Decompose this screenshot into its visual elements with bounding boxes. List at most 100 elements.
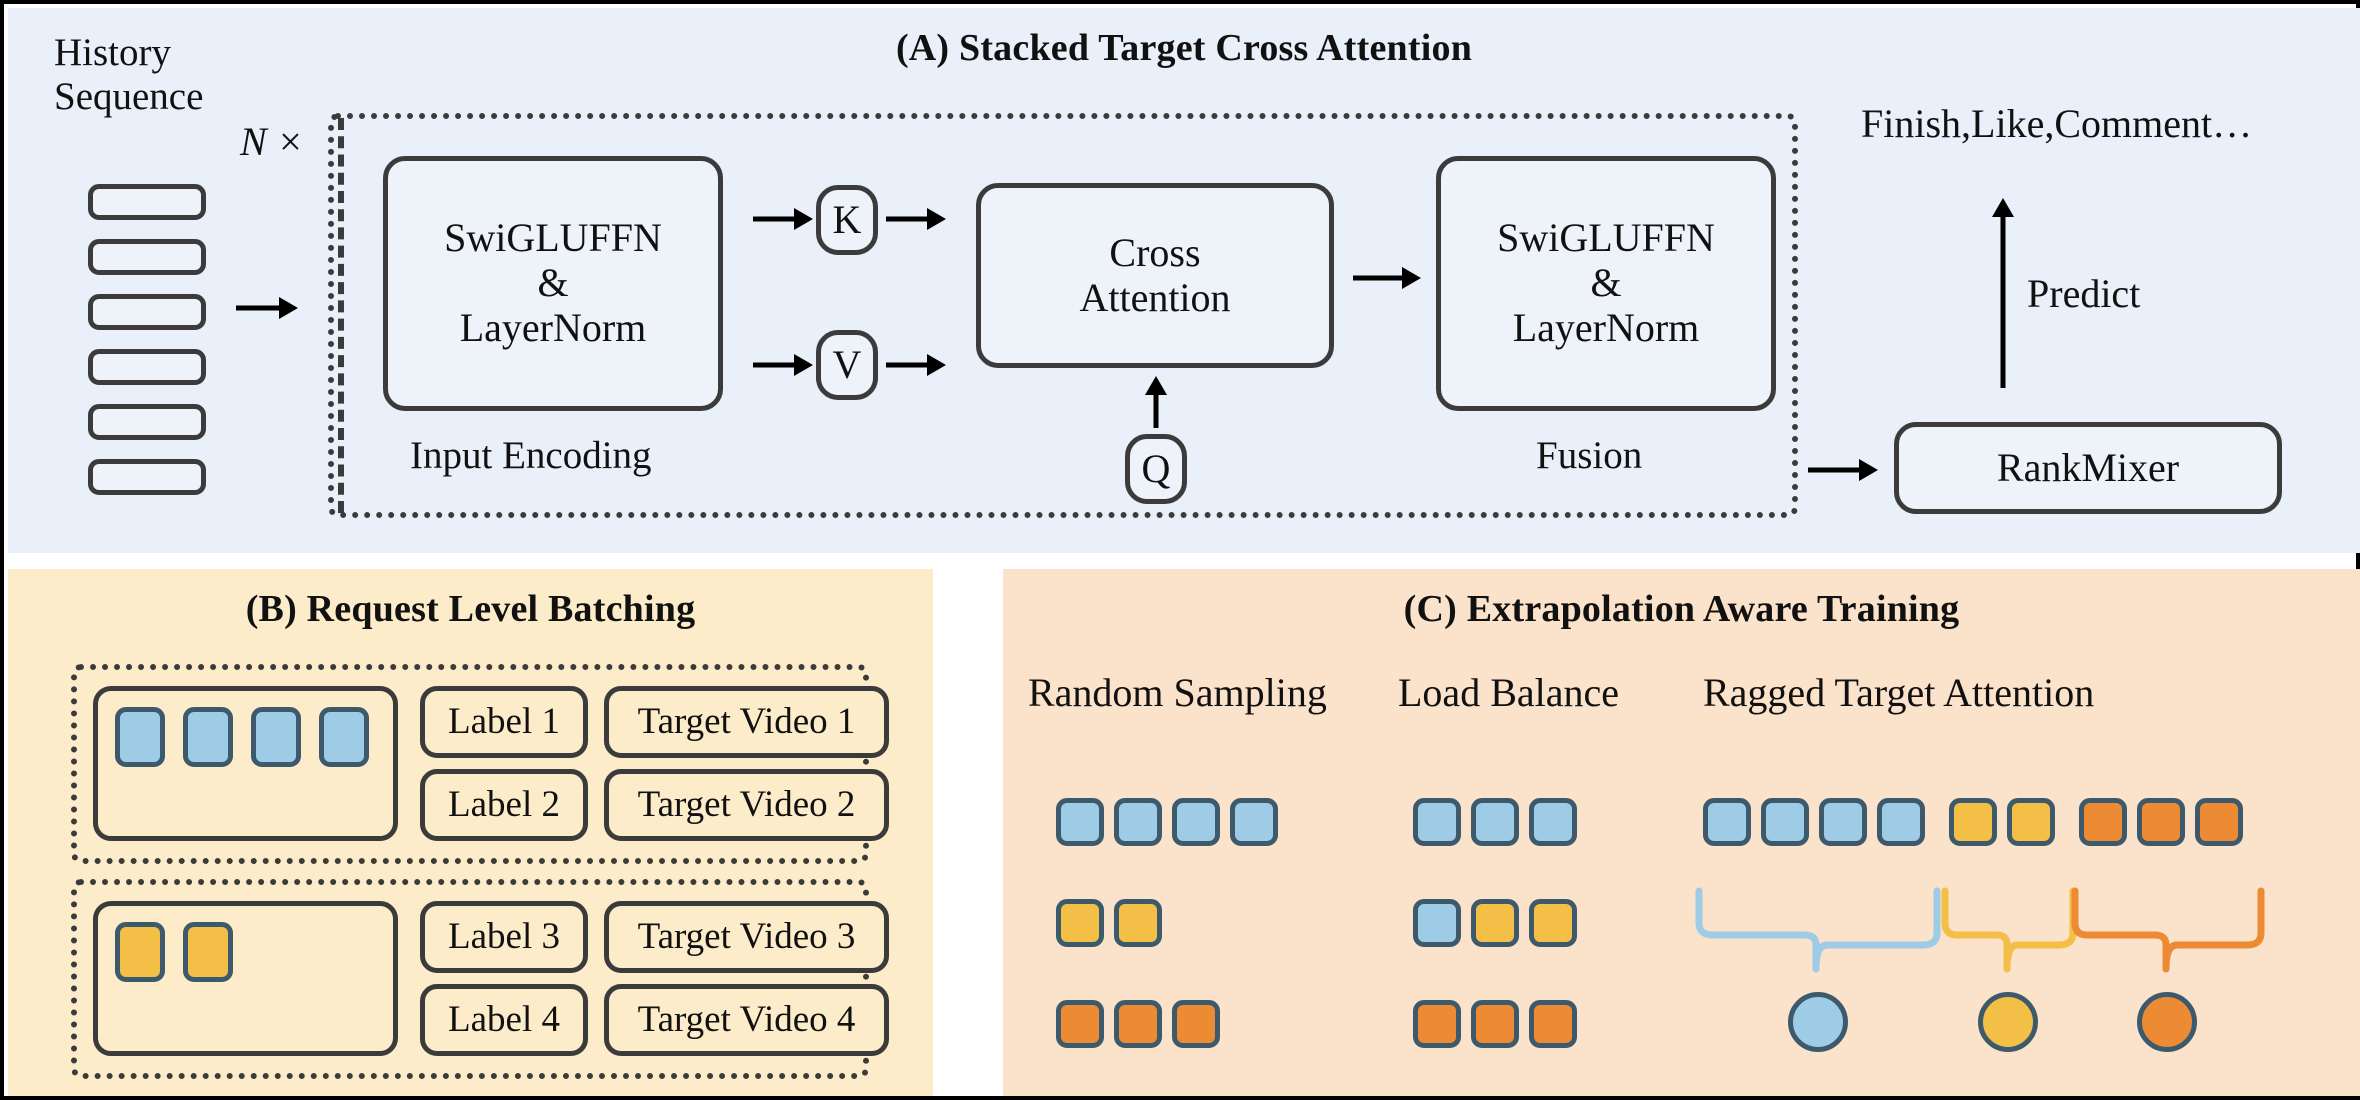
key-box: K — [816, 185, 878, 255]
label-text: Label 1 — [448, 701, 560, 743]
cross-attention-line2: Attention — [1079, 274, 1231, 320]
ragged-target-circle — [1978, 992, 2038, 1052]
ragged-brace-orange — [2069, 887, 2267, 978]
target-video-box: Target Video 2 — [604, 769, 889, 841]
sample-token — [1172, 1000, 1220, 1048]
label-box: Label 4 — [420, 984, 588, 1056]
panel-stacked-target-cross-attention: (A) Stacked Target Cross Attention Histo… — [8, 8, 2360, 553]
panel-a-title: (A) Stacked Target Cross Attention — [895, 27, 1473, 69]
history-bar — [88, 239, 206, 275]
prediction-targets-label: Finish,Like,Comment… — [1861, 101, 2253, 146]
rankmixer-box: RankMixer — [1894, 422, 2282, 514]
ragged-token — [2195, 798, 2243, 846]
ragged-token — [1761, 798, 1809, 846]
target-video-text: Target Video 1 — [637, 701, 856, 743]
rankmixer-label: RankMixer — [1996, 444, 2180, 490]
ragged-token — [2007, 798, 2055, 846]
history-token — [319, 707, 369, 767]
predict-label: Predict — [2027, 271, 2141, 316]
sample-token — [1114, 1000, 1162, 1048]
ragged-token — [1703, 798, 1751, 846]
column-title-random-sampling: Random Sampling — [1028, 670, 1327, 715]
sample-token — [1172, 798, 1220, 846]
fusion-line2: & — [1590, 260, 1622, 306]
input-encoding-box: SwiGLUFFN & LayerNorm — [383, 156, 723, 411]
ragged-target-circle — [1788, 992, 1848, 1052]
history-bar — [88, 349, 206, 385]
fusion-box: SwiGLUFFN & LayerNorm — [1436, 156, 1776, 411]
balanced-token — [1529, 798, 1577, 846]
key-label: K — [832, 196, 862, 242]
history-sequence-label-line2: Sequence — [54, 75, 204, 118]
balanced-token — [1471, 899, 1519, 947]
history-token — [183, 922, 233, 982]
history-token — [183, 707, 233, 767]
history-token — [251, 707, 301, 767]
ragged-token — [1819, 798, 1867, 846]
target-video-text: Target Video 4 — [637, 999, 856, 1041]
sample-token — [1056, 1000, 1104, 1048]
history-bar — [88, 404, 206, 440]
request-group-boundary — [71, 879, 869, 1079]
balanced-token — [1413, 798, 1461, 846]
ragged-brace-yellow — [1939, 887, 2079, 978]
fusion-line3: LayerNorm — [1512, 304, 1700, 350]
cross-attention-box: Cross Attention — [976, 183, 1334, 368]
history-token — [115, 922, 165, 982]
target-video-text: Target Video 3 — [637, 916, 856, 958]
panel-extrapolation-aware-training: (C) Extrapolation Aware Training Random … — [1003, 569, 2360, 1096]
balanced-token — [1529, 899, 1577, 947]
history-token — [115, 707, 165, 767]
column-title-load-balance: Load Balance — [1398, 670, 1619, 715]
input-encoding-line3: LayerNorm — [459, 304, 647, 350]
panel-b-title: (B) Request Level Batching — [245, 588, 696, 630]
history-bar — [88, 294, 206, 330]
panel-c-title: (C) Extrapolation Aware Training — [1403, 588, 1960, 630]
history-bar — [88, 184, 206, 220]
balanced-token — [1471, 798, 1519, 846]
balanced-token — [1471, 1000, 1519, 1048]
ragged-brace-blue — [1693, 887, 1943, 978]
balanced-token — [1529, 1000, 1577, 1048]
repeat-count-label: N × — [240, 119, 304, 164]
history-sequence-label-line1: History — [54, 31, 171, 74]
label-box: Label 2 — [420, 769, 588, 841]
label-box: Label 3 — [420, 901, 588, 973]
value-label: V — [832, 341, 862, 387]
cross-attention-line1: Cross — [1109, 229, 1201, 275]
label-box: Label 1 — [420, 686, 588, 758]
input-encoding-caption: Input Encoding — [410, 434, 652, 477]
sample-token — [1114, 798, 1162, 846]
target-video-box: Target Video 3 — [604, 901, 889, 973]
sample-token — [1056, 798, 1104, 846]
query-label: Q — [1141, 445, 1171, 491]
ragged-target-circle — [2137, 992, 2197, 1052]
ragged-token — [1949, 798, 1997, 846]
stacked-block-dotted-boundary — [328, 113, 1798, 518]
fusion-line1: SwiGLUFFN — [1497, 215, 1715, 261]
sample-token — [1056, 899, 1104, 947]
label-text: Label 2 — [448, 784, 560, 826]
balanced-token — [1413, 899, 1461, 947]
repeat-divider — [338, 118, 344, 513]
history-bar — [88, 459, 206, 495]
target-video-box: Target Video 1 — [604, 686, 889, 758]
target-video-text: Target Video 2 — [637, 784, 856, 826]
ragged-token — [2079, 798, 2127, 846]
query-box: Q — [1125, 434, 1187, 504]
column-title-ragged-target-attention: Ragged Target Attention — [1703, 670, 2095, 715]
label-text: Label 4 — [448, 999, 560, 1041]
balanced-token — [1413, 1000, 1461, 1048]
sample-token — [1230, 798, 1278, 846]
input-encoding-line1: SwiGLUFFN — [444, 215, 662, 261]
ragged-token — [1877, 798, 1925, 846]
sample-token — [1114, 899, 1162, 947]
target-video-box: Target Video 4 — [604, 984, 889, 1056]
ragged-token — [2137, 798, 2185, 846]
request-group-boundary — [71, 664, 869, 864]
panel-request-level-batching: (B) Request Level Batching Label 1 Targe… — [8, 569, 933, 1096]
input-encoding-line2: & — [537, 260, 569, 306]
fusion-caption: Fusion — [1536, 434, 1643, 477]
label-text: Label 3 — [448, 916, 560, 958]
